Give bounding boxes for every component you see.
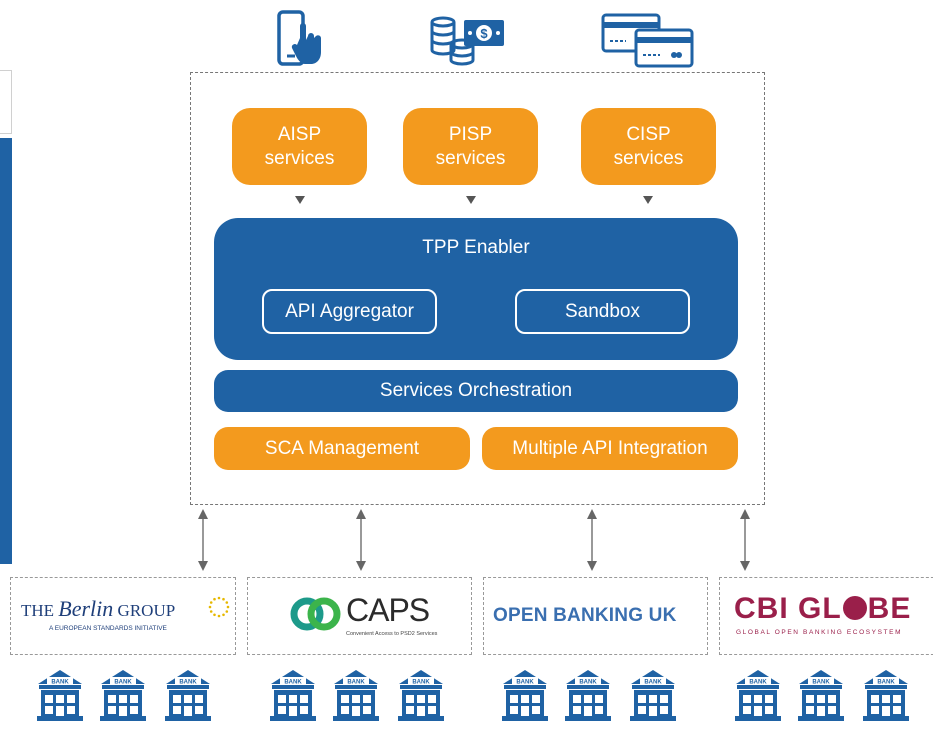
aisp-services: AISP services bbox=[232, 108, 367, 185]
open-banking-uk-name: OPEN BANKING UK bbox=[493, 605, 677, 626]
arrow-down-icon bbox=[643, 196, 653, 204]
bank-building-icon: BANK bbox=[863, 670, 909, 721]
sca-management: SCA Management bbox=[214, 427, 470, 470]
bank-label: BANK bbox=[114, 680, 132, 686]
platform-frame bbox=[190, 72, 765, 505]
berlin-title-name: Berlin bbox=[58, 596, 114, 621]
caps-symbol-icon bbox=[290, 597, 341, 631]
bank-label: BANK bbox=[644, 680, 662, 686]
bank-building-icon: BANK bbox=[798, 670, 844, 721]
services-orchestration: Services Orchestration bbox=[214, 370, 738, 412]
left-panel-edge bbox=[0, 70, 12, 134]
sandbox: Sandbox bbox=[515, 289, 690, 334]
tpp-enabler-title: TPP Enabler bbox=[422, 237, 530, 258]
open-banking-uk-logo: OPEN BANKING UK bbox=[483, 577, 708, 655]
bank-building-icon: BANK bbox=[735, 670, 781, 721]
credit-cards-icon bbox=[601, 13, 694, 68]
berlin-group-logo: THE Berlin GROUP A EUROPEAN STANDARDS IN… bbox=[10, 577, 236, 655]
bank-label: BANK bbox=[284, 680, 302, 686]
bank-building-icon: BANK bbox=[333, 670, 379, 721]
stars-ring-icon bbox=[208, 596, 230, 618]
bank-building-icon: BANK bbox=[100, 670, 146, 721]
caps-logo: CAPS Convenient Access to PSD2 Services bbox=[247, 577, 472, 655]
bank-building-icon: BANK bbox=[630, 670, 676, 721]
bank-label: BANK bbox=[516, 680, 534, 686]
svg-text:$: $ bbox=[480, 26, 488, 41]
bank-label: BANK bbox=[749, 680, 767, 686]
berlin-subtitle: A EUROPEAN STANDARDS INITIATIVE bbox=[49, 625, 167, 632]
bank-label: BANK bbox=[412, 680, 430, 686]
api-aggregator: API Aggregator bbox=[262, 289, 437, 334]
bank-building-icon: BANK bbox=[398, 670, 444, 721]
arrow-down-icon bbox=[466, 196, 476, 204]
connection-arrows bbox=[198, 509, 750, 571]
arrow-down-icon bbox=[295, 196, 305, 204]
cbi-subtitle: GLOBAL OPEN BANKING ECOSYSTEM bbox=[736, 629, 903, 636]
left-blue-bar bbox=[0, 138, 12, 564]
bank-building-icon: BANK bbox=[37, 670, 83, 721]
bank-label: BANK bbox=[179, 680, 197, 686]
bank-building-icon: BANK bbox=[565, 670, 611, 721]
cisp-services: CISP services bbox=[581, 108, 716, 185]
globe-icon bbox=[842, 596, 867, 620]
bank-label: BANK bbox=[347, 680, 365, 686]
bank-label: BANK bbox=[51, 680, 69, 686]
coins-money-icon: $ bbox=[430, 16, 504, 66]
caps-subtitle: Convenient Access to PSD2 Services bbox=[346, 631, 438, 637]
pisp-services: PISP services bbox=[403, 108, 538, 185]
cbi-globe-logo: CBI GL BE GLOBAL OPEN BANKING ECOSYSTEM bbox=[719, 577, 933, 655]
cbi-name-part1: CBI GL bbox=[734, 592, 842, 625]
bank-label: BANK bbox=[579, 680, 597, 686]
bank-building-icon: BANK bbox=[165, 670, 211, 721]
bank-building-icon: BANK bbox=[502, 670, 548, 721]
berlin-title-pre: THE bbox=[21, 601, 59, 620]
caps-name: CAPS bbox=[346, 592, 430, 628]
smartphone-touch-icon bbox=[277, 10, 321, 66]
bank-label: BANK bbox=[812, 680, 830, 686]
bank-row: BANK BANK BANK BANK BANK BANK BANK BANK BANK BANK… bbox=[0, 668, 933, 728]
bank-building-icon: BANK bbox=[270, 670, 316, 721]
multiple-api-integration: Multiple API Integration bbox=[482, 427, 738, 470]
bank-label: BANK bbox=[877, 680, 895, 686]
berlin-title-post: GROUP bbox=[113, 601, 176, 620]
cbi-name-part2: BE bbox=[867, 592, 912, 625]
